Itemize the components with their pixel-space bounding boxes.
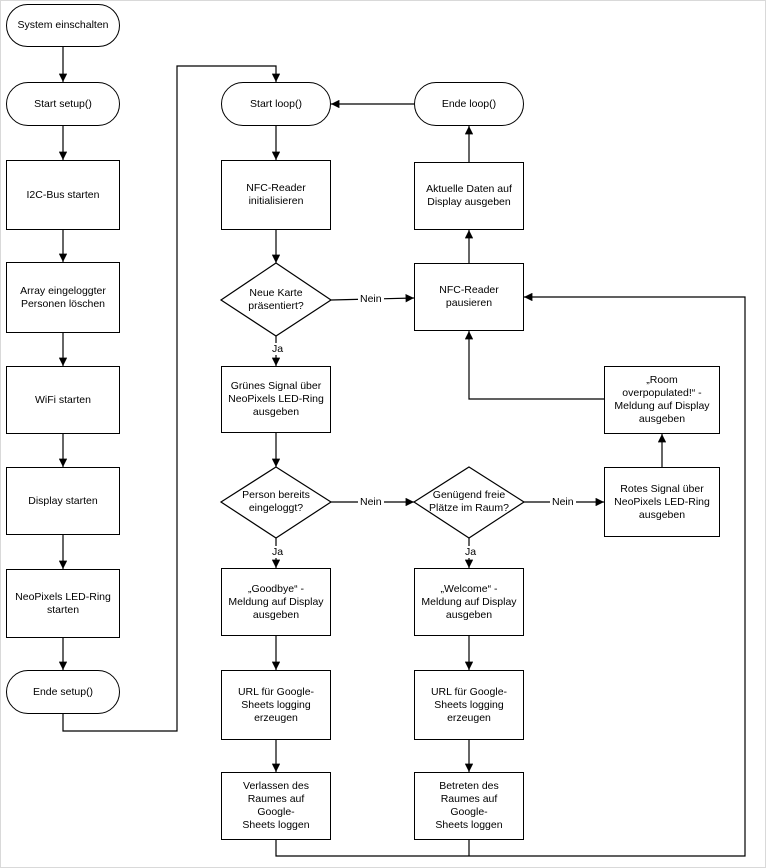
decision-enough-places: Genügend freie Plätze im Raum? <box>429 489 509 514</box>
edge-overpop-to-pause <box>464 331 604 400</box>
process-nfc-pause: NFC-Reader pausieren <box>414 263 524 331</box>
process-array-clear: Array eingeloggter Personen löschen <box>6 262 120 333</box>
terminal-system-on: System einschalten <box>6 4 120 47</box>
process-wifi: WiFi starten <box>6 366 120 434</box>
edge-endsetup-to-startloop <box>62 65 281 732</box>
terminal-start-setup: Start setup() <box>6 82 120 126</box>
edge-label-yes-enough-places: Ja <box>463 546 479 558</box>
decision-already-logged-shape <box>219 466 333 539</box>
process-url-mid: URL für Google- Sheets logging erzeugen <box>414 670 524 740</box>
terminal-start-loop: Start loop() <box>221 82 331 126</box>
terminal-end-setup: Ende setup() <box>6 670 120 714</box>
process-nfc-init: NFC-Reader initialisieren <box>221 160 331 230</box>
process-welcome: „Welcome“ - Meldung auf Display ausgeben <box>414 568 524 636</box>
process-show-data: Aktuelle Daten auf Display ausgeben <box>414 162 524 230</box>
edge-return-to-pause <box>275 292 746 857</box>
process-goodbye: „Goodbye“ - Meldung auf Display ausgeben <box>221 568 331 636</box>
process-leave-log: Verlassen des Raumes auf Google- Sheets … <box>221 772 331 840</box>
decision-already-logged: Person bereits eingeloggt? <box>242 489 310 514</box>
terminal-end-loop: Ende loop() <box>414 82 524 126</box>
process-display: Display starten <box>6 467 120 535</box>
process-green-signal: Grünes Signal über NeoPixels LED-Ring au… <box>221 366 331 433</box>
edge-label-no-already-logged: Nein <box>358 496 384 508</box>
process-overpopulated: „Room overpopulated!“ - Meldung auf Disp… <box>604 366 720 434</box>
process-red-signal: Rotes Signal über NeoPixels LED-Ring aus… <box>604 467 720 537</box>
decision-new-card: Neue Karte präsentiert? <box>248 287 304 312</box>
decision-new-card-shape <box>219 262 333 337</box>
process-enter-log: Betreten des Raumes auf Google- Sheets l… <box>414 772 524 840</box>
edge-label-yes-already-logged: Ja <box>270 546 286 558</box>
process-neopixel: NeoPixels LED-Ring starten <box>6 569 120 638</box>
edge-label-no-new-card: Nein <box>358 293 384 305</box>
process-url-left: URL für Google- Sheets logging erzeugen <box>221 670 331 740</box>
decision-enough-places-shape <box>412 466 526 539</box>
edge-label-no-enough-places: Nein <box>550 496 576 508</box>
process-i2c: I2C-Bus starten <box>6 160 120 230</box>
edge-label-yes-new-card: Ja <box>270 343 286 355</box>
